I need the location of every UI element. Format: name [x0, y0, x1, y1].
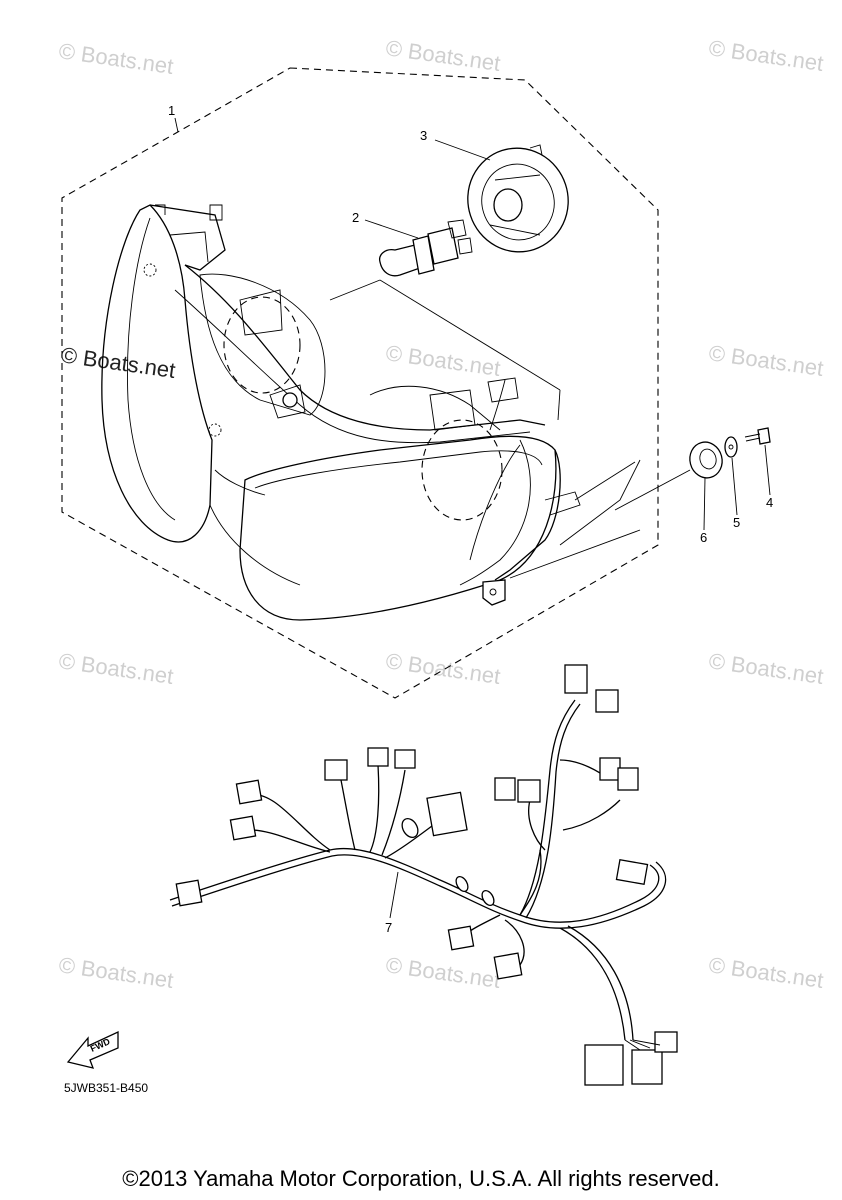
watermark: © Boats.net: [57, 648, 175, 689]
watermark: © Boats.net: [59, 342, 177, 383]
assembly-outline: [61, 67, 659, 699]
guide-lines: [329, 279, 691, 579]
callout-7: 7: [385, 920, 392, 935]
watermark: © Boats.net: [384, 35, 502, 76]
callout-5: 5: [733, 515, 740, 530]
bulb: [379, 219, 473, 277]
watermark: © Boats.net: [57, 38, 175, 79]
watermark: © Boats.net: [707, 35, 825, 76]
fwd-arrow-icon: FWD: [66, 1030, 119, 1069]
mount-hardware: [689, 427, 771, 479]
watermark: © Boats.net: [57, 952, 175, 993]
callout-3: 3: [420, 128, 427, 143]
callout-4: 4: [766, 495, 773, 510]
callout-leaders: [174, 117, 771, 919]
diagram-code: 5JWB351-B450: [64, 1081, 148, 1095]
callout-6: 6: [700, 530, 707, 545]
watermark: © Boats.net: [384, 340, 502, 381]
headlight-assembly: [101, 204, 641, 621]
watermark: © Boats.net: [384, 648, 502, 689]
watermark: © Boats.net: [707, 340, 825, 381]
callout-2: 2: [352, 210, 359, 225]
callout-1: 1: [168, 103, 175, 118]
watermarks: © Boats.net © Boats.net © Boats.net © Bo…: [57, 35, 825, 993]
watermark: © Boats.net: [707, 952, 825, 993]
watermark: © Boats.net: [384, 952, 502, 993]
callouts: 1 2 3 4 5 6 7: [168, 103, 773, 935]
wire-harness: [169, 664, 678, 1086]
watermark: © Boats.net: [707, 648, 825, 689]
copyright-notice: ©2013 Yamaha Motor Corporation, U.S.A. A…: [122, 1166, 720, 1191]
bulb-socket-cover: [467, 144, 569, 253]
